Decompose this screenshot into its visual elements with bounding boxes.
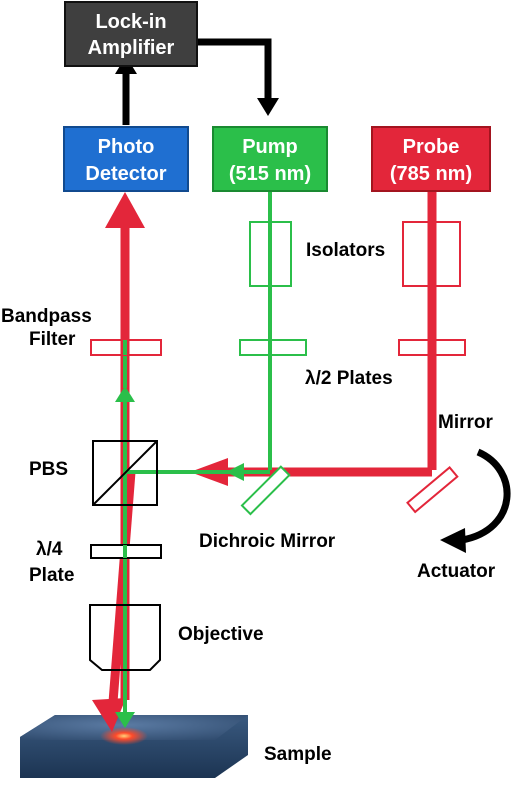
bandpass-label-line2: Filter bbox=[29, 329, 76, 350]
detector-line2: Detector bbox=[85, 163, 166, 185]
sample-label: Sample bbox=[264, 744, 332, 765]
dichroic-mirror-label: Dichroic Mirror bbox=[199, 531, 336, 552]
pump-line2: (515 nm) bbox=[229, 163, 311, 185]
pump-line1: Pump bbox=[242, 136, 298, 158]
probe-line1: Probe bbox=[403, 136, 460, 158]
bandpass-label-line1: Bandpass bbox=[1, 306, 92, 327]
half-wave-plates-label: λ/2 Plates bbox=[305, 368, 393, 389]
probe-line2: (785 nm) bbox=[390, 163, 472, 185]
lockin-line2: Amplifier bbox=[88, 37, 175, 59]
quarter-wave-label-line1: λ/4 bbox=[36, 539, 63, 560]
lockin-line1: Lock-in bbox=[95, 11, 166, 33]
steering-mirror bbox=[406, 465, 459, 514]
quarter-wave-label-line2: Plate bbox=[29, 565, 74, 586]
sample-block bbox=[20, 715, 248, 778]
lockin-amplifier-box: Lock-in Amplifier bbox=[64, 1, 198, 67]
dichroic-mirror bbox=[240, 465, 291, 516]
pump-half-wave-plate bbox=[239, 339, 307, 356]
objective-lens bbox=[89, 604, 161, 671]
probe-laser-box: Probe (785 nm) bbox=[371, 126, 491, 192]
mirror-label: Mirror bbox=[438, 412, 494, 433]
polarizing-beam-splitter bbox=[92, 440, 158, 506]
detector-line1: Photo bbox=[98, 136, 155, 158]
actuator-arrow-icon bbox=[440, 448, 511, 553]
pump-laser-box: Pump (515 nm) bbox=[212, 126, 328, 192]
objective-label: Objective bbox=[178, 624, 264, 645]
photo-detector-box: Photo Detector bbox=[63, 126, 189, 192]
isolators-label: Isolators bbox=[306, 240, 385, 261]
actuator-label: Actuator bbox=[417, 561, 496, 582]
pump-beam bbox=[115, 192, 272, 728]
pbs-label: PBS bbox=[29, 459, 68, 480]
